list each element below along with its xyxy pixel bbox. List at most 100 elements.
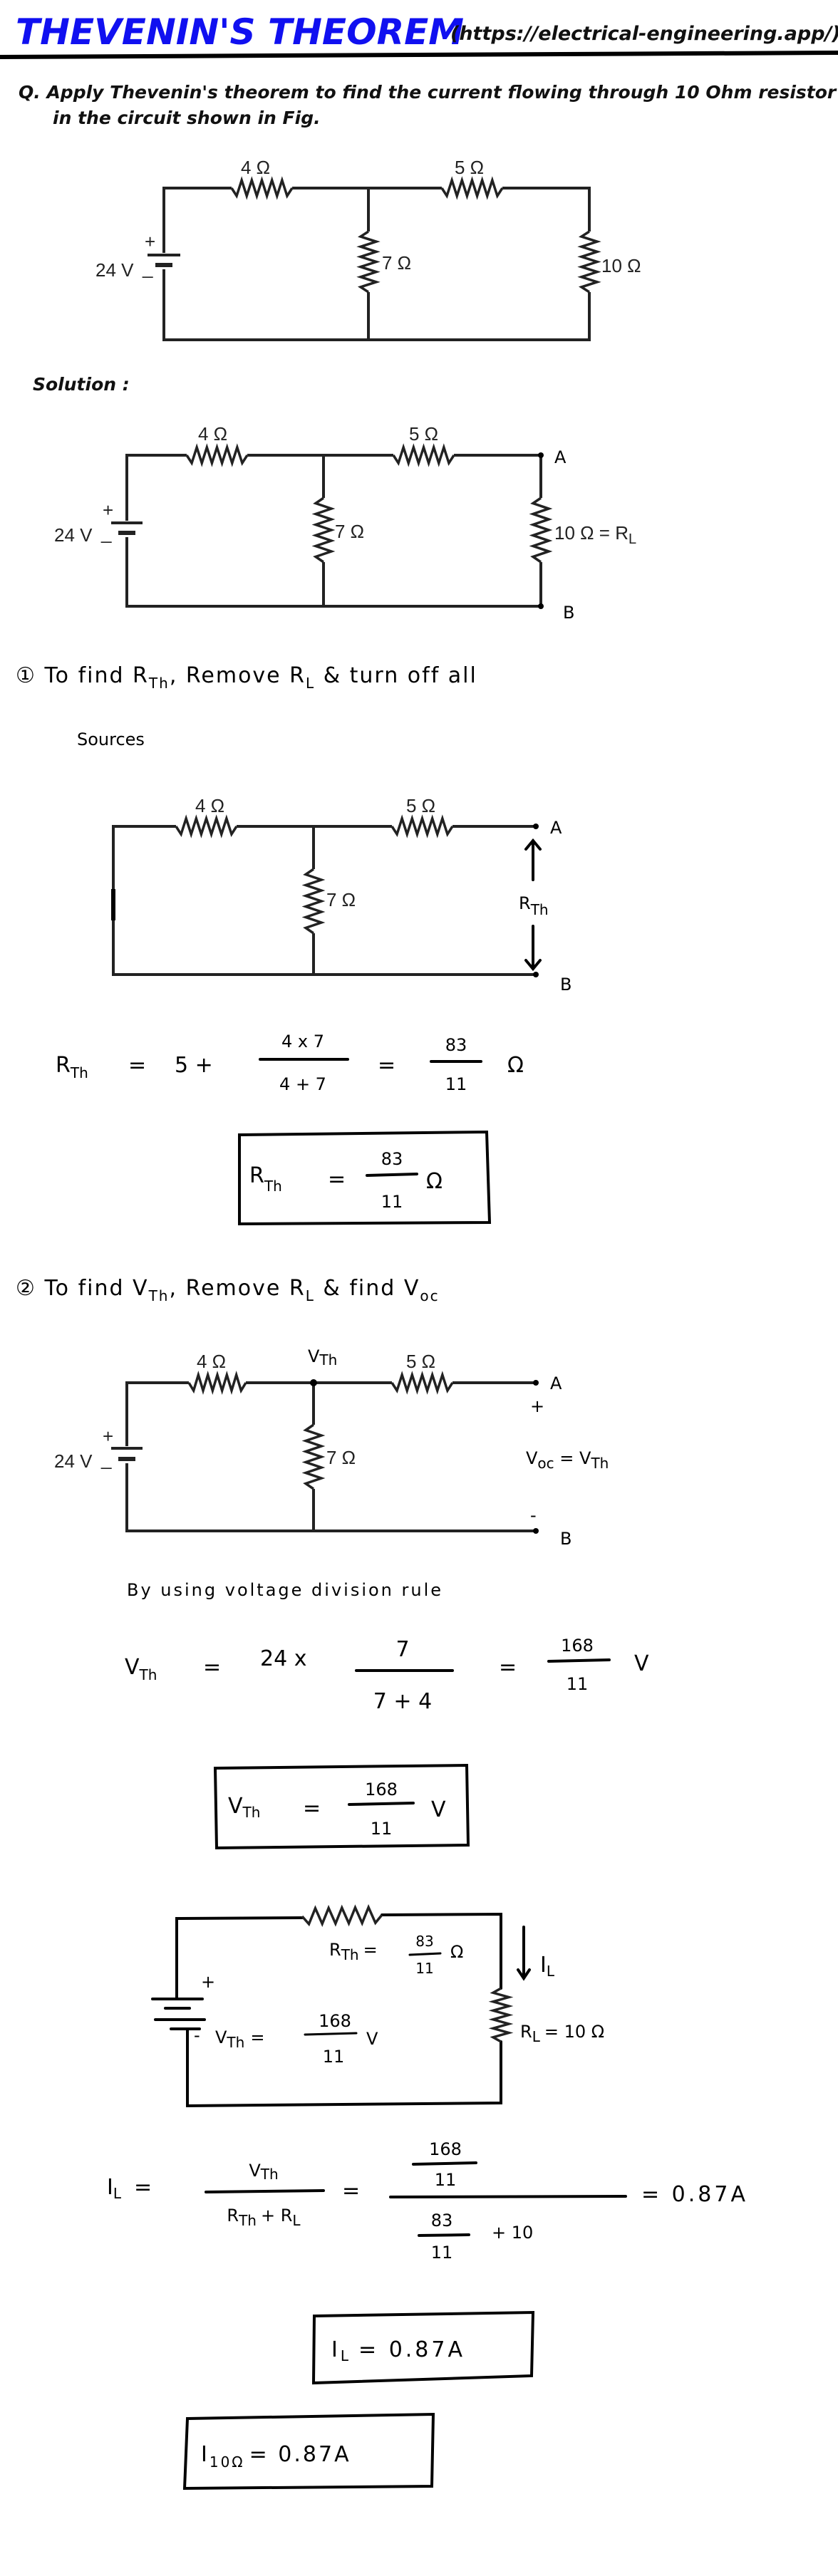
svg-text:11: 11 [323, 2047, 345, 2067]
resistor-symbol [390, 1371, 454, 1395]
plus-sign: + [145, 231, 155, 252]
question-line-2: in the circuit shown in Fig. [53, 108, 321, 128]
label-7-ohm: 7 Ω [382, 252, 411, 274]
rth-result-box: RTh = 83 11 Ω [238, 1130, 492, 1226]
node-b: B [563, 603, 574, 623]
resistor-symbol [311, 497, 336, 564]
label-5-ohm: 5 Ω [406, 1351, 435, 1372]
circuit-thevenin-equivalent: RTh= 83 11 Ω IL + - VTh= 168 11 V RL= 10… [151, 1904, 604, 2108]
label-7-ohm: 7 Ω [335, 521, 364, 542]
svg-text:=: = [203, 1655, 221, 1680]
svg-text:VTh: VTh [228, 1794, 260, 1821]
label-4-ohm: 4 Ω [241, 157, 270, 178]
svg-text:Ω: Ω [426, 1169, 443, 1194]
svg-text:VTh=: VTh= [215, 2027, 264, 2051]
resistor-symbol [185, 443, 249, 467]
minus-sign: - [530, 1505, 537, 1525]
svg-text:=: = [328, 1167, 346, 1192]
header-divider [0, 51, 838, 59]
svg-text:V: V [634, 1651, 649, 1676]
vth-result-box: VTh = 168 11 V [213, 1763, 470, 1850]
step1-heading-line2: Sources [77, 729, 145, 749]
svg-text:=: = [128, 1053, 146, 1078]
svg-text:83: 83 [445, 1035, 467, 1055]
circuit-original: 4 Ω 5 Ω 7 Ω 10 Ω 24 V + _ [95, 157, 641, 341]
svg-text:=: = [378, 1053, 395, 1078]
svg-text:VTh: VTh [249, 2161, 278, 2183]
svg-text:83: 83 [415, 1933, 433, 1950]
svg-text:11: 11 [381, 1192, 403, 1212]
resistor-symbol [488, 1987, 514, 2043]
svg-text:RTh: RTh [249, 1163, 282, 1195]
svg-text:=: = [303, 1796, 321, 1821]
vth-equation: VTh = 24 x 7 7 + 4 = 168 11 V [125, 1636, 649, 1714]
minus-sign: _ [142, 257, 153, 279]
svg-text:11: 11 [371, 1819, 393, 1839]
label-10-ohm: 10 Ω [601, 255, 641, 276]
resistor-symbol [392, 443, 455, 467]
svg-text:83: 83 [431, 2211, 453, 2230]
svg-text:VTh: VTh [125, 1655, 157, 1683]
current-arrow [517, 1926, 531, 1981]
step1-heading: ① To find RTh, Remove RL & turn off all [16, 663, 477, 692]
svg-text:IL=: IL= [107, 2175, 152, 2202]
plus-sign: + [103, 1425, 113, 1447]
solution-label: Solution : [33, 374, 130, 395]
svg-text:168: 168 [561, 1636, 594, 1656]
svg-text:11: 11 [431, 2243, 453, 2263]
svg-text:IL= 0.87A: IL= 0.87A [331, 2337, 465, 2364]
svg-text:4 x 7: 4 x 7 [281, 1032, 324, 1051]
resistor-symbol [390, 814, 454, 838]
svg-text:11: 11 [415, 1960, 433, 1977]
svg-text:=: = [499, 1655, 517, 1680]
svg-text:+ 10: + 10 [492, 2223, 533, 2243]
svg-text:11: 11 [435, 2170, 457, 2190]
node-a: A [550, 1373, 562, 1393]
minus-sign: _ [100, 522, 112, 544]
svg-text:V: V [366, 2029, 378, 2049]
svg-text:168: 168 [365, 1780, 398, 1799]
svg-text:RTh=: RTh= [329, 1940, 378, 1963]
svg-text:Ω: Ω [507, 1053, 524, 1078]
current-equation: IL= VTh RTh+ RL = 168 11 83 11 + 10 = 0.… [107, 2139, 748, 2263]
svg-text:Ω: Ω [450, 1942, 463, 1962]
svg-text:11: 11 [445, 1074, 467, 1094]
label-24v: 24 V [54, 524, 93, 546]
svg-text:RL= 10 Ω: RL= 10 Ω [520, 2022, 604, 2045]
rth-arrows [524, 838, 542, 972]
label-5-ohm: 5 Ω [409, 423, 438, 445]
circuit-solution: 4 Ω 5 Ω 7 Ω 10 Ω = RL 24 V + _ A B [54, 423, 636, 623]
svg-text:24 x: 24 x [260, 1646, 306, 1671]
circuit-vth: 4 Ω 5 Ω 7 Ω 24 V + _ VTh A + Voc = VTh -… [54, 1346, 609, 1549]
svg-text:RTh: RTh [56, 1053, 88, 1081]
resistor-symbol [577, 230, 601, 294]
rth-equation: RTh = 5 + 4 x 7 4 + 7 = 83 11 Ω [56, 1032, 524, 1094]
label-24v: 24 V [54, 1450, 93, 1472]
resistor-symbol [301, 1904, 383, 1927]
il-result-box: IL= 0.87A [311, 2310, 535, 2385]
voltage-division-note: By using voltage division rule [127, 1580, 443, 1600]
svg-text:5 +: 5 + [175, 1053, 213, 1078]
vth-node-label: VTh [308, 1346, 337, 1368]
page-title: THEVENIN'S THEOREM [16, 11, 464, 53]
resistor-symbol [301, 868, 326, 935]
svg-text:-: - [194, 2025, 200, 2045]
resistor-symbol [440, 176, 504, 200]
svg-text:I10Ω= 0.87A: I10Ω= 0.87A [201, 2442, 351, 2471]
node-b: B [560, 975, 571, 994]
resistor-symbol [187, 1370, 247, 1396]
label-5-ohm: 5 Ω [406, 795, 435, 816]
svg-text:= 0.87A: = 0.87A [641, 2182, 748, 2207]
resistor-symbol [529, 497, 553, 564]
svg-text:7 + 4: 7 + 4 [373, 1689, 432, 1714]
plus-sign: + [103, 499, 113, 521]
minus-sign: _ [100, 1448, 112, 1470]
circuit-rth: 4 Ω 5 Ω 7 Ω RTh A B [111, 795, 571, 994]
question-line-1: Q. Apply Thevenin's theorem to find the … [19, 82, 837, 103]
source-url[interactable]: (https://electrical-engineering.app/) [450, 23, 838, 45]
voc-label: Voc = VTh [526, 1448, 609, 1472]
svg-text:4 + 7: 4 + 7 [279, 1074, 326, 1094]
svg-text:RTh+ RL: RTh+ RL [227, 2206, 301, 2229]
label-rl: 10 Ω = RL [554, 522, 636, 547]
label-4-ohm: 4 Ω [195, 795, 224, 816]
